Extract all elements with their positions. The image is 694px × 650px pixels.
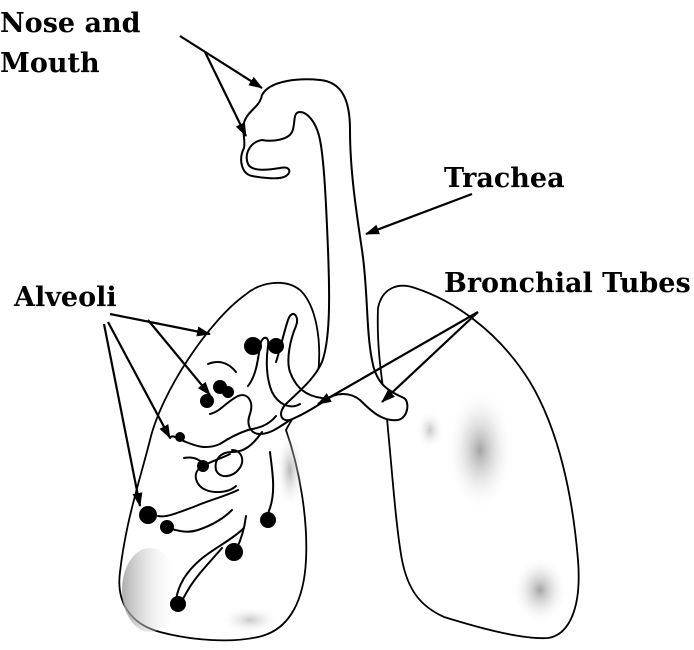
alveolus (260, 512, 276, 528)
alveolus (222, 386, 234, 398)
label-trachea: Trachea (444, 163, 565, 194)
arrow-alveoli-3 (108, 322, 170, 438)
alveolus (244, 337, 262, 355)
alveolus (175, 432, 185, 442)
lung-shading (220, 606, 280, 634)
label-nose-line1: Nose and (0, 8, 141, 39)
lung-shading (416, 410, 444, 450)
label-nose-line2: Mouth (0, 48, 100, 79)
arrow-trachea (366, 194, 472, 234)
right-lung (378, 286, 579, 638)
alveolus (160, 520, 174, 534)
alveolus (225, 543, 243, 561)
alveolus (197, 460, 209, 472)
arrow-alveoli-1 (110, 314, 210, 334)
alveolus (139, 506, 157, 524)
left-lung (119, 283, 319, 641)
lung-shading (122, 548, 178, 632)
arrow-alveoli-4 (104, 324, 140, 506)
alveolus (268, 338, 284, 354)
lung-shading (512, 556, 568, 624)
lung-shading (446, 388, 514, 512)
arrow-nose (180, 36, 262, 88)
lung-shading (276, 430, 304, 510)
alveolus (170, 596, 186, 612)
alveolus (200, 394, 214, 408)
label-alveoli: Alveoli (13, 282, 117, 313)
label-bronchial-tubes: Bronchial Tubes (444, 268, 691, 299)
